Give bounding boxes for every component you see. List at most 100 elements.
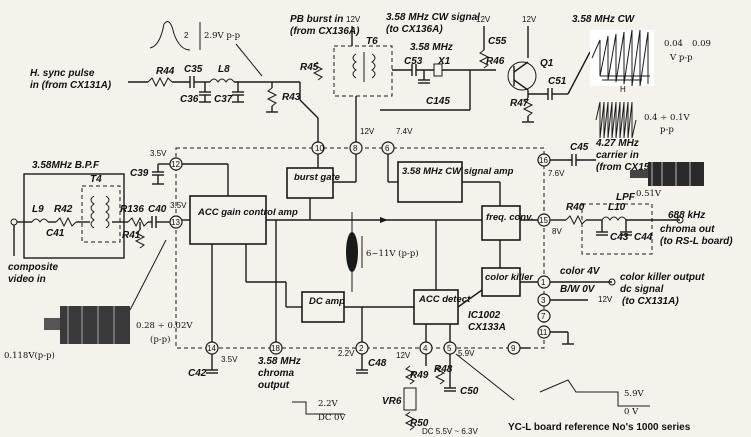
cw-waveform: 3.58 MHz CW H 0.04 0.09 V p-p [572,14,711,94]
carrier-input: 0.4 ÷ 0.1V p-p 4.27 MHz carrier in (from… [550,101,704,199]
svg-text:0.118V(p-p): 0.118V(p-p) [4,350,55,361]
svg-text:C50: C50 [460,386,479,397]
bpf-input: 3.58MHz B.P.F T4 L9 R42 C41 R136 C40 R41… [8,160,170,285]
svg-text:L9: L9 [32,204,44,215]
svg-text:C44: C44 [634,232,653,243]
reference-caption: YC-L board reference No's 1000 series [508,422,691,433]
pin15-voltage: 8V [552,227,562,236]
svg-text:p-p: p-p [660,125,674,135]
svg-text:DC 5.5V ~ 6.3V: DC 5.5V ~ 6.3V [422,427,478,436]
pin13-voltage: 3.5V [170,201,187,210]
burst-gate-block: burst gate [286,167,341,199]
pin-8: 8 [349,141,363,155]
dc-step-waveform: 5.9V 0 V [539,379,650,417]
chroma-out-label-2: chroma out [660,224,715,235]
ferrite-core [346,212,358,292]
svg-text:11: 11 [539,328,548,337]
ferrite-annotation: 6~11V (p-p) [361,236,419,268]
svg-text:6~11V (p-p): 6~11V (p-p) [366,248,419,259]
svg-text:6: 6 [385,144,390,153]
lpf-label: LPF [616,192,636,203]
pin-14: 14 [205,341,219,355]
svg-text:2.2V: 2.2V [318,399,339,409]
freq-conv-block: freq. conv. [481,205,534,241]
svg-text:12: 12 [171,160,180,169]
pin-1: 1 [537,275,551,289]
cw-signal-label-2: (to CX136A) [386,24,443,35]
svg-text:H: H [620,85,626,94]
hsync-label: H. sync pulse [30,68,95,79]
color-4v-label: color 4V [560,266,601,277]
chroma-out-label: 688 kHz [668,210,705,221]
hsync-waveform: 2 2.9V p-p [149,21,263,77]
pin6-voltage: 7.4V [396,127,413,136]
pin-4: 4 [419,341,433,355]
svg-text:7: 7 [541,312,546,321]
cw-signal-label: 3.58 MHz CW signal [386,12,480,23]
pin-3: 3 [537,293,551,307]
pin-18: 18 [269,341,283,355]
svg-text:14: 14 [207,344,216,353]
svg-text:0.4 ÷ 0.1V: 0.4 ÷ 0.1V [644,113,691,123]
lpf-output: R40 LPF L10 C43 C44 688 kHz chroma out (… [550,192,733,255]
pin12-voltage: 3.5V [150,149,167,158]
svg-text:0.51V: 0.51V [636,189,662,199]
svg-text:0.09: 0.09 [692,39,711,49]
svg-text:0 V: 0 V [624,407,639,417]
svg-text:12V: 12V [396,351,411,360]
svg-text:L10: L10 [608,202,626,213]
composite-label-2: video in [8,274,46,285]
svg-text:12V: 12V [476,15,491,24]
svg-text:10: 10 [315,144,324,153]
pin2-voltage: 2.2V [338,349,355,358]
svg-text:15: 15 [539,216,548,225]
pin-2: 2 [355,341,369,355]
input-waveform: 0.28 ÷ 0.02V (p-p) 0.118V(p-p) [4,239,193,361]
pin14-voltage: 3.5V [221,355,238,364]
pin-7: 7 [537,309,551,323]
svg-text:1: 1 [541,278,546,287]
svg-text:R40: R40 [566,202,585,213]
pin-9: 9 [507,341,521,355]
killer-output: color 4V B/W 0V color killer output dc s… [550,266,705,345]
bpf-label: 3.58MHz B.P.F [32,160,100,171]
killer-output-label-2: dc signal [620,284,664,295]
killer-output-label: color killer output [620,272,705,283]
cw-waveform-label: 3.58 MHz CW [572,14,636,25]
pin-16: 16 [537,153,551,167]
svg-text:VR6: VR6 [382,396,402,407]
svg-text:2: 2 [184,31,189,40]
hsync-amplitude: 2.9V p-p [204,31,241,41]
svg-text:2: 2 [359,344,364,353]
chroma358-label-3: output [258,380,290,391]
svg-text:Q1: Q1 [540,58,554,69]
ic-name: IC1002 [468,310,501,321]
svg-text:C39: C39 [130,168,149,179]
carrier-label: 4.27 MHz [595,138,639,149]
l8-label: L8 [218,64,230,75]
svg-text:R49: R49 [410,370,429,381]
acc-detect-block: ACC detect [413,289,471,325]
internal-wiring [176,148,544,348]
pin-11: 11 [537,325,551,339]
svg-text:C40: C40 [148,204,167,215]
svg-text:C51: C51 [548,76,567,87]
svg-text:C45: C45 [570,142,589,153]
pin-13: 13 [169,215,183,229]
svg-text:(p-p): (p-p) [150,334,170,345]
r43-label: R43 [282,92,301,103]
svg-text:0.04: 0.04 [664,39,683,49]
acc-detect-label: ACC detect [418,294,471,305]
pb-burst-label: PB burst in [290,14,343,25]
hsync-input-network: H. sync pulse in (from CX131A) R44 C35 L… [30,61,324,142]
carrier-label-2: carrier in [596,150,639,161]
pb-burst-label-2: (from CX136A) [290,26,360,37]
svg-text:16: 16 [539,156,548,165]
svg-text:3: 3 [541,296,546,305]
svg-text:C48: C48 [368,358,387,369]
svg-text:C53: C53 [404,56,423,67]
svg-text:X1: X1 [437,56,451,67]
c36-label: C36 [180,94,199,105]
svg-text:R48: R48 [434,364,453,375]
svg-text:9: 9 [511,344,516,353]
